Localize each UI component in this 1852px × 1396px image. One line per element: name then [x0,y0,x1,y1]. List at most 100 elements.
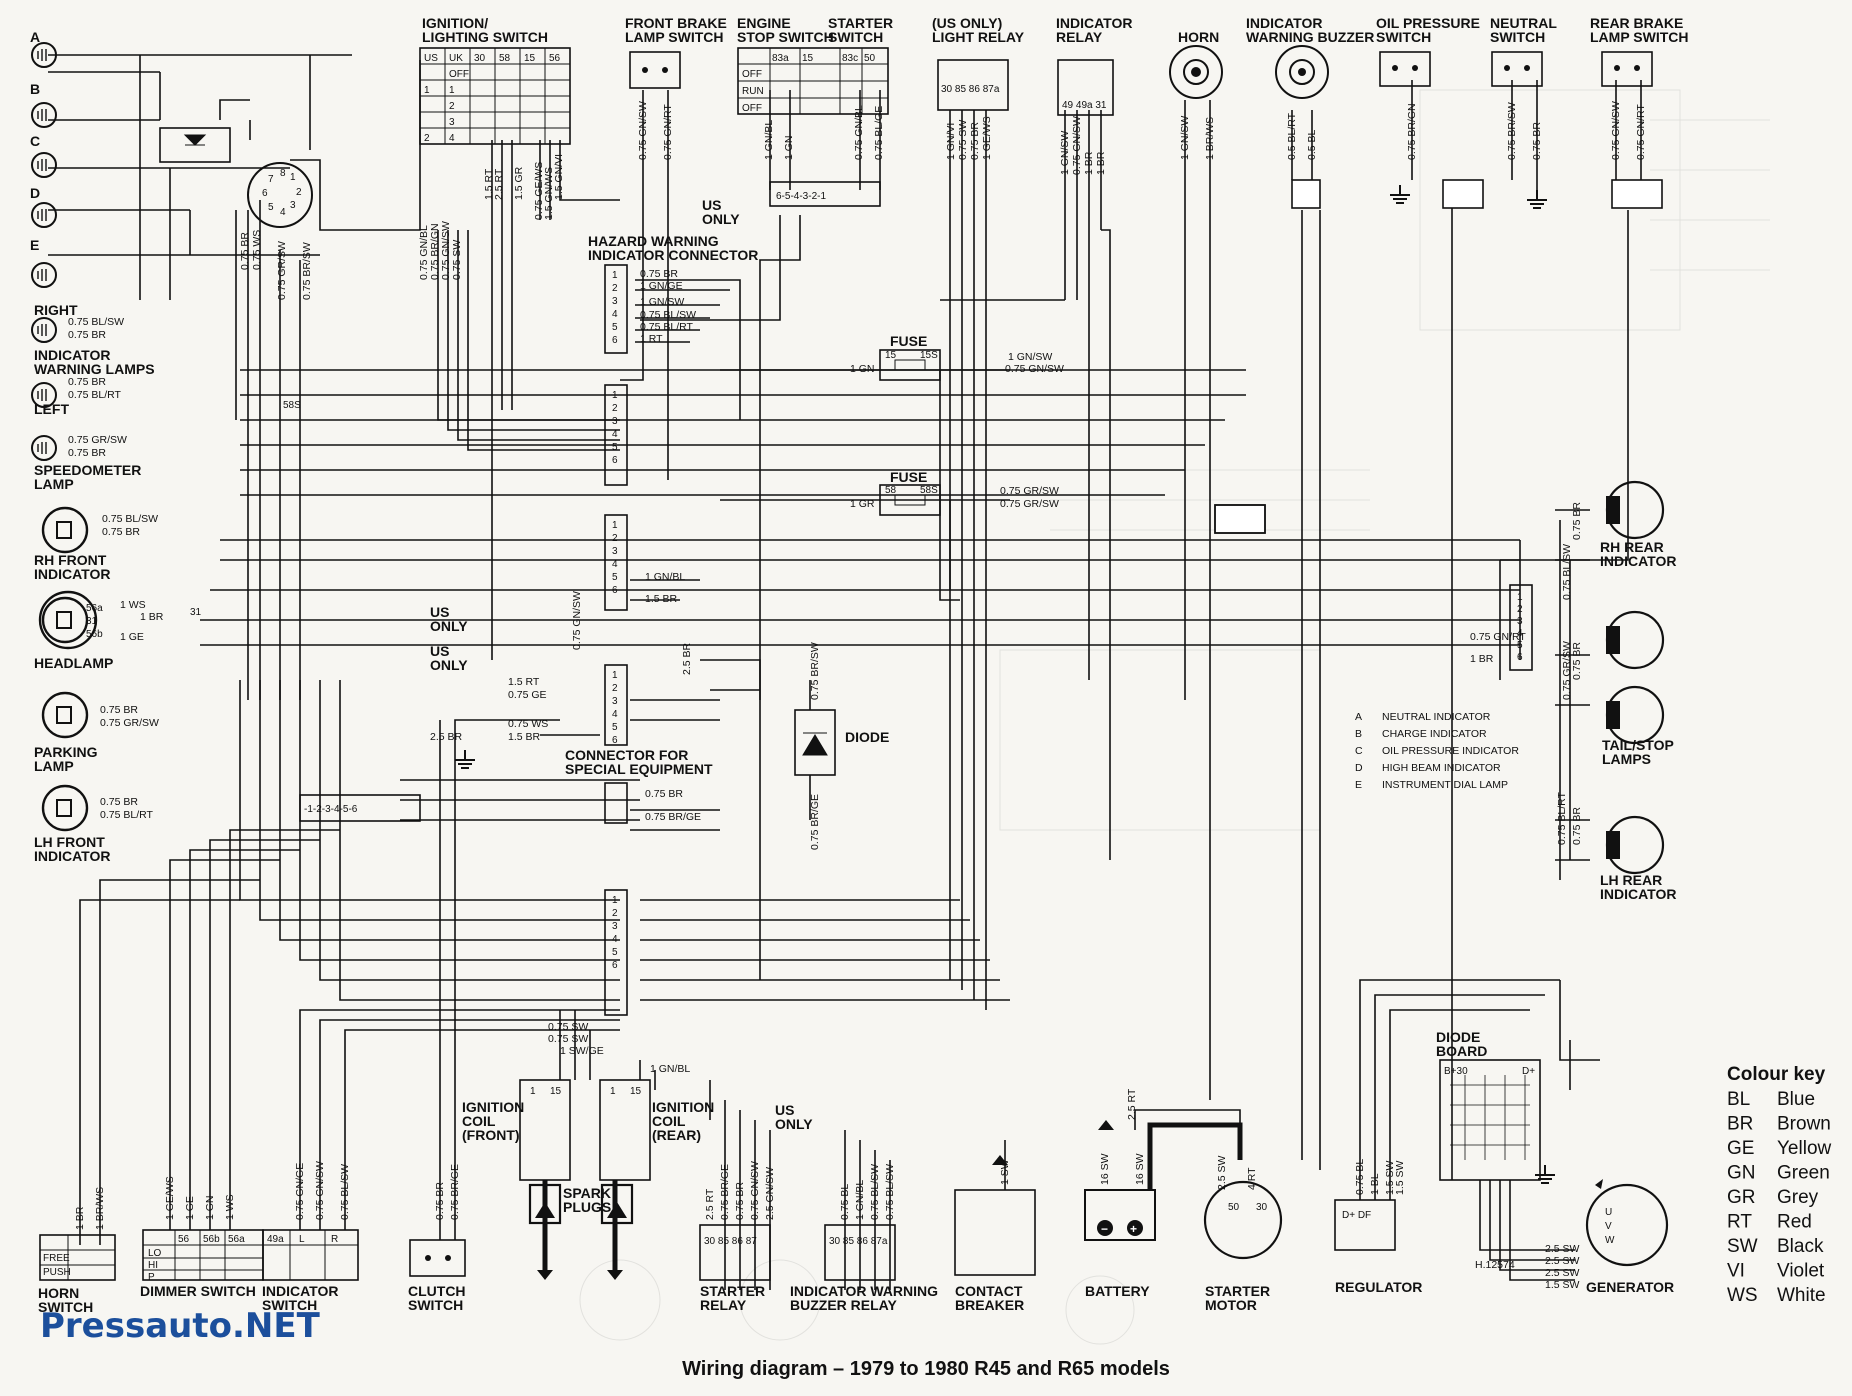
colour-key-code: GN [1727,1163,1756,1184]
wire-label-sp_f: 0.75 GN/SW [571,591,583,650]
wire-label-bu2: 1 GN/BL [854,1180,866,1220]
inline-connectors [1214,179,1663,534]
wire-label-ba1: 16 SW [1099,1153,1111,1185]
legend-text: NEUTRAL INDICATOR [1382,711,1491,723]
label-us-only-1: US [430,604,449,620]
wire-label-dm1: 1 GE/WS [164,1176,176,1220]
legend-text: INSTRUMENT DIAL LAMP [1382,779,1508,791]
wire-label-rh2: 0.75 BR [102,526,140,538]
engine-stop-header: 15 [802,53,814,64]
label-starter-relay: STARTER [700,1283,765,1299]
label-starter-motor: STARTER [1205,1283,1270,1299]
wire-label-f2c: 0.75 GR/SW [1000,498,1059,510]
label-rh-rear: INDICATOR [1600,553,1676,569]
label-coil-front: COIL [462,1113,496,1129]
legend-letter: A [1355,711,1362,723]
fuses [879,349,941,516]
label-ind-warning: INDICATOR [34,347,110,363]
wire-label-se2: 0.75 BR/GE [645,811,701,823]
wire-label-rb1: 0.75 GN/SW [1610,101,1622,160]
legend-letter: D [1355,762,1363,774]
wire-label-sm2: 4 RT [1246,1167,1258,1190]
wire-label-ir3: 1 BR [1083,151,1095,175]
ignition-col-header: UK [449,53,463,64]
ground-node-label: 58S [283,400,301,411]
coil-rear-pin: 1 [610,1086,616,1097]
label-us-only-2: ONLY [430,657,468,673]
label-rear-brake: REAR BRAKE [1590,15,1683,31]
wire-label-bu1: 0.75 BL [839,1184,851,1220]
connector-block-pin: 3 [612,296,618,307]
legend-letter: C [1355,745,1363,757]
dimmer-row: HI [148,1260,158,1271]
wire-label-pk1: 0.75 BR [100,704,138,716]
engine-stop-header: 83a [772,53,789,64]
wire-label-ba2: 16 SW [1134,1153,1146,1185]
wire-label-dl1: 0.75 BR [239,232,251,270]
coil-front-pin: 15 [550,1086,562,1097]
wire-label-rc1: 0.75 GN/RT [1470,631,1526,643]
dimmer-switch [142,1229,264,1281]
wire-label-ir1: 1 GN/SW [1059,131,1071,175]
engine-stop-starter-switch [737,47,889,115]
wire-label-st4: 0.75 GN/SW [749,1161,761,1220]
ignition-dial-pin: 8 [280,168,286,179]
neutral-switch [1491,51,1543,87]
label-light-relay: LIGHT RELAY [932,29,1025,45]
wire-label-ir4: 1 BR [1095,151,1107,175]
wire-label-dm4: 1 WS [224,1194,236,1220]
wire-label-sp_e: 2.5 BR [430,731,463,743]
ignition-dial-pin: 3 [290,200,296,211]
label-coil-front: IGNITION [462,1099,524,1115]
wire-label-bz1: 0.5 BL/RT [1286,112,1298,160]
engine-stop-row: OFF [742,69,762,80]
wire-label-is2: 0.75 GN/SW [314,1161,326,1220]
wire-label-rg2: 1 BL [1369,1173,1381,1195]
light-relay-pins: 30 85 86 87a [941,84,1000,95]
label-lh-front: INDICATOR [34,848,110,864]
indicator-switch-header: 49a [267,1234,284,1245]
svg-text:−: − [1101,1222,1108,1236]
connector-block-pin: 5 [612,947,618,958]
wire-label-ts1: 0.75 GR/SW [1561,641,1573,700]
wire-label-rc2: 1 BR [1470,653,1494,665]
label-neutral: SWITCH [1490,29,1545,45]
connector-block-pin: 2 [612,533,618,544]
connector-block-pin: 1 [612,895,618,906]
wire-label-dl2: 0.75 WS [251,230,263,270]
label-us-only-4: ONLY [775,1116,813,1132]
rear-connector-pin: 2 [1517,604,1523,615]
label-lh-rear: LH REAR [1600,872,1662,888]
colour-key-code: SW [1727,1236,1758,1257]
light-relay [937,59,1009,111]
label-indicator-switch: INDICATOR [262,1283,338,1299]
label-lh-front: LH FRONT [34,834,105,850]
wire-label-st2: 0.75 BR/GE [719,1164,731,1220]
instrument-lamp-letter: C [30,133,40,149]
label-coil-rear: (REAR) [652,1127,701,1143]
colour-key-code: VI [1727,1261,1745,1282]
label-battery: BATTERY [1085,1283,1150,1299]
wire-label-c2b: 1.5 BR [645,593,678,605]
wire-label-c2a: 1 GN/BL [645,571,685,583]
label-indicator-relay: INDICATOR [1056,15,1132,31]
wire-label-rt2: 0.75 BR [68,329,106,341]
label-rh-rear: RH REAR [1600,539,1664,555]
ignition-dial-pin: 5 [268,202,274,213]
wire-label-co3: 1 SW/GE [560,1045,604,1057]
instrument-lamp-letter: B [30,81,40,97]
connector-block-pin: 2 [612,683,618,694]
ignition-dial-pin: 7 [268,174,274,185]
wire-label-cl1: 0.75 BR [434,1182,446,1220]
wire-label-op1: 0.75 BR/GN [1406,103,1418,160]
wire-label-nt1: 0.75 BR/SW [1506,102,1518,160]
legend-letter: B [1355,728,1362,740]
wire-label-br25: 2.5 BR [681,642,693,675]
connector-block-pin: 2 [612,283,618,294]
wire-label-cl2: 0.75 BR/GE [449,1164,461,1220]
buzzer-relay-pins: 30 85 86 87a [829,1236,888,1247]
ignition-col-header: 58 [499,53,511,64]
label-engine-stop: STOP SWITCH [737,29,834,45]
